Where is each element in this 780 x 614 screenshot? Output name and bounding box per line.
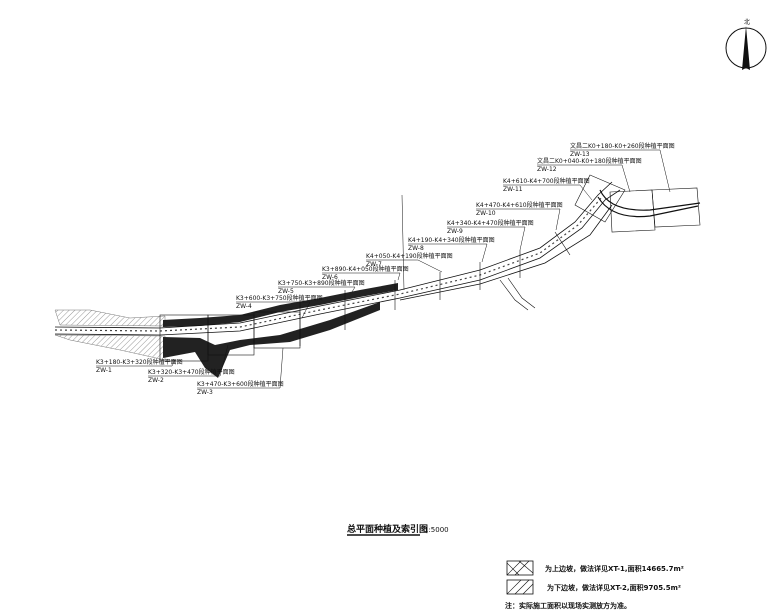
svg-text:K3+470-K3+600段种植平面图: K3+470-K3+600段种植平面图 — [197, 380, 284, 388]
svg-text:ZW-5: ZW-5 — [278, 288, 294, 295]
svg-text:K4+190-K4+340段种植平面图: K4+190-K4+340段种植平面图 — [408, 236, 495, 244]
crosshatch-swatch-icon — [506, 560, 534, 576]
svg-text:ZW-13: ZW-13 — [570, 151, 590, 158]
svg-text:K4+610-K4+700段种植平面图: K4+610-K4+700段种植平面图 — [503, 177, 590, 185]
svg-text:ZW-6: ZW-6 — [322, 274, 338, 281]
svg-text:ZW-1: ZW-1 — [96, 367, 112, 374]
svg-text:K4+470-K4+610段种植平面图: K4+470-K4+610段种植平面图 — [476, 201, 563, 209]
svg-text:ZW-3: ZW-3 — [197, 389, 213, 396]
legend-upper-slope: 为上边坡，做法详见XT-1,面积14665.7m² — [506, 560, 684, 576]
svg-text:ZW-9: ZW-9 — [447, 228, 463, 235]
legend-lower-slope: 为下边坡，做法详见XT-2,面积9705.5m² — [506, 579, 681, 595]
drawing-title: 总平面种植及索引图 — [347, 523, 428, 535]
svg-text:ZW-12: ZW-12 — [537, 166, 557, 173]
svg-text:K3+180-K3+320段种植平面图: K3+180-K3+320段种植平面图 — [96, 358, 183, 366]
svg-text:文昌二K0+180-K0+260段种植平面图: 文昌二K0+180-K0+260段种植平面图 — [570, 142, 675, 150]
sheet-labels — [96, 149, 671, 389]
svg-text:K3+750-K3+890段种植平面图: K3+750-K3+890段种植平面图 — [278, 279, 365, 287]
legend-text-1: 为上边坡，做法详见XT-1,面积14665.7m² — [545, 564, 684, 573]
svg-text:K3+600-K3+750段种植平面图: K3+600-K3+750段种植平面图 — [236, 294, 323, 302]
north-arrow-icon: 北 — [725, 18, 767, 70]
svg-text:K3+320-K3+470段种植平面图: K3+320-K3+470段种植平面图 — [148, 368, 235, 376]
svg-text:K3+890-K4+050段种植平面图: K3+890-K4+050段种植平面图 — [322, 265, 409, 273]
svg-text:ZW-11: ZW-11 — [503, 186, 523, 193]
svg-text:ZW-8: ZW-8 — [408, 245, 424, 252]
sheet-index-boxes — [159, 174, 701, 362]
svg-text:文昌二K0+040-K0+180段种植平面图: 文昌二K0+040-K0+180段种植平面图 — [537, 157, 642, 165]
svg-text:ZW-2: ZW-2 — [148, 377, 164, 384]
svg-text:ZW-10: ZW-10 — [476, 210, 496, 217]
lower-slope-area-grey — [54, 309, 166, 361]
svg-text:K4+050-K4+190段种植平面图: K4+050-K4+190段种植平面图 — [366, 252, 453, 260]
hatch-swatch-icon — [506, 579, 534, 595]
svg-text:ZW-7: ZW-7 — [366, 261, 382, 268]
north-label: 北 — [744, 18, 750, 26]
svg-text:K4+340-K4+470段种植平面图: K4+340-K4+470段种植平面图 — [447, 219, 534, 227]
drawing-scale: 1:5000 — [424, 526, 449, 534]
legend-text-2: 为下边坡，做法详见XT-2,面积9705.5m² — [547, 583, 681, 592]
upper-slope-area-dark — [163, 283, 398, 378]
svg-text:ZW-4: ZW-4 — [236, 303, 252, 310]
drawing-note: 注：实际施工面积以现场实测放方为准。 — [505, 601, 631, 610]
